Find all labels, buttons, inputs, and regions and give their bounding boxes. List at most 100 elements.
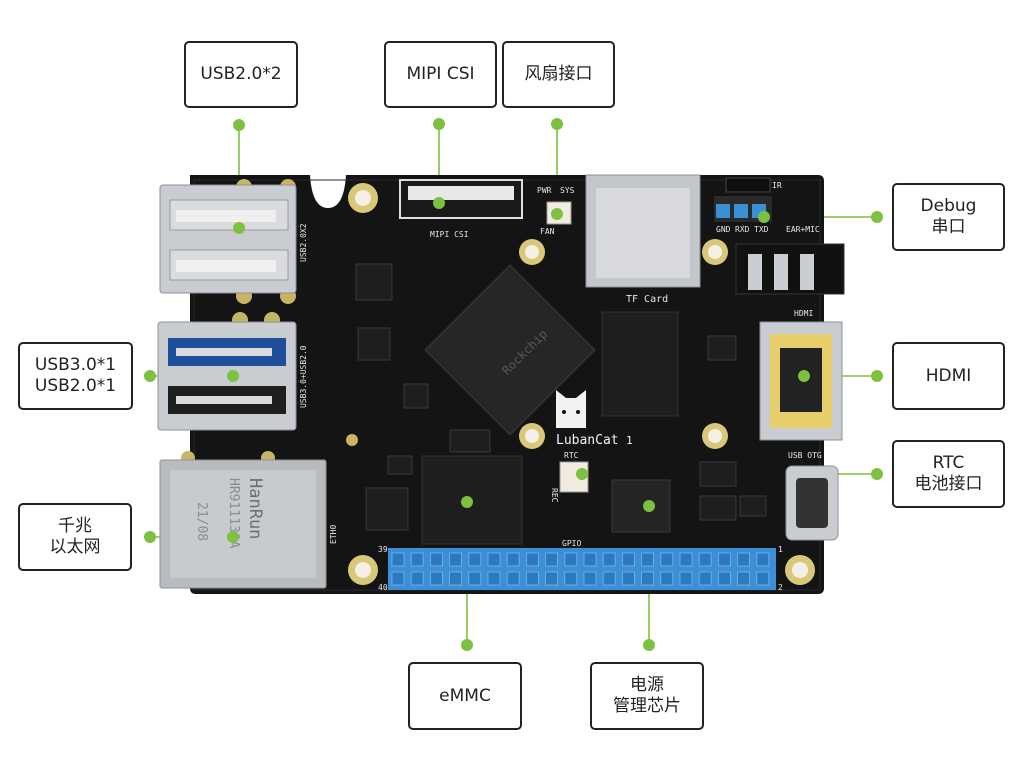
callout-debug-line2: 串口: [931, 217, 966, 237]
rj45-model: HR911130A: [226, 478, 241, 549]
mipi-csi-connector: [399, 179, 523, 219]
silk-usb30-usb20: USB3.0+USB2.0: [299, 345, 308, 408]
gpio-pin: [622, 552, 635, 567]
ram-chip: [601, 311, 679, 417]
gpio-pin: [564, 552, 578, 567]
callout-ethernet-line1: 千兆: [58, 516, 92, 536]
callout-usb3-usb2-line1: USB3.0*1: [34, 355, 117, 375]
callout-usb20x2: USB2.0*2: [184, 41, 298, 108]
tf-card-slot: [585, 174, 701, 288]
rj45-jack: [159, 459, 327, 589]
gpio-pin: [737, 552, 750, 567]
callout-emmc: eMMC: [408, 662, 522, 730]
gpio-pin: [564, 571, 578, 586]
callout-hdmi: HDMI: [892, 342, 1005, 410]
silk-pwr: PWR: [537, 186, 552, 195]
silk-rtc: RTC: [564, 451, 579, 460]
gpio-pin: [506, 571, 520, 586]
callout-pmic: 电源 管理芯片: [590, 662, 704, 730]
pmic-chip: [611, 479, 671, 533]
silkscreen: USB2.0X2 USB3.0+USB2.0 MIPI CSI PWR SYS …: [194, 181, 822, 592]
gpio-pin: [718, 571, 731, 586]
gpio-pin: [756, 552, 770, 567]
gpio-pin: [506, 552, 520, 567]
debug-header: [714, 177, 772, 222]
silk-fan: FAN: [540, 227, 555, 236]
rj45-brand: HanRun: [245, 478, 265, 539]
gpio-pin: [660, 552, 674, 567]
audio-jack: [735, 243, 845, 295]
gpio-pin: [526, 552, 539, 567]
gpio-pin: [679, 571, 693, 586]
callout-usb20x2-line1: USB2.0*2: [200, 64, 282, 84]
silk-pin40: 40: [378, 583, 388, 592]
gpio-pin: [641, 571, 654, 586]
gpio-pin: [410, 552, 424, 567]
callout-usb3-usb2: USB3.0*1 USB2.0*1: [18, 342, 133, 410]
callout-fan-line1: 风扇接口: [524, 64, 593, 84]
gpio-pin: [622, 571, 635, 586]
callout-ethernet: 千兆 以太网: [18, 503, 132, 571]
callout-hdmi-line1: HDMI: [925, 365, 972, 386]
lubancat-logo: [556, 390, 586, 428]
gpio-pin: [487, 571, 501, 586]
silk-rec: REC: [550, 488, 559, 503]
silk-txd: TXD: [754, 225, 769, 234]
gpio-pin: [583, 552, 597, 567]
callout-pmic-line2: 管理芯片: [613, 696, 681, 716]
callout-pmic-line1: 电源: [630, 675, 664, 695]
silk-gpio: GPIO: [562, 539, 581, 548]
gpio-pin: [641, 552, 654, 567]
soc-chip: [424, 264, 596, 436]
callout-fan: 风扇接口: [502, 41, 615, 108]
silk-hdmi: HDMI: [794, 309, 813, 318]
gpio-pin: [545, 552, 558, 567]
gpio-pin: [718, 552, 731, 567]
silk-gnd: GND: [716, 225, 731, 234]
callout-debug: Debug 串口: [892, 183, 1005, 251]
callout-rtc: RTC 电池接口: [892, 440, 1005, 508]
gpio-pin: [679, 552, 693, 567]
silk-eth0: ETH0: [329, 525, 338, 544]
silk-sys: SYS: [560, 186, 575, 195]
gpio-pin: [698, 552, 712, 567]
silk-rxd: RXD: [735, 225, 750, 234]
callout-ethernet-line2: 以太网: [49, 537, 101, 557]
callout-mipi-csi-line1: MIPI CSI: [406, 64, 475, 84]
rj45-date: 21/08: [194, 502, 209, 541]
gpio-pin: [602, 571, 616, 586]
gpio-pin: [756, 571, 770, 586]
gpio-pin: [737, 571, 750, 586]
silk-ear-mic: EAR+MIC: [786, 225, 820, 234]
silk-mipi-csi: MIPI CSI: [430, 230, 469, 239]
silk-pin2: 2: [778, 583, 783, 592]
silk-usb-otg: USB OTG: [788, 451, 822, 460]
callout-rtc-line2: 电池接口: [914, 474, 983, 494]
callout-rtc-line1: RTC: [932, 453, 965, 473]
gpio-pin: [545, 571, 558, 586]
callout-debug-line1: Debug: [920, 196, 977, 216]
silk-tf-card: TF Card: [626, 294, 668, 305]
gpio-pin: [526, 571, 539, 586]
callout-emmc-line1: eMMC: [439, 685, 491, 706]
gpio-pin: [449, 571, 463, 586]
silk-ir: IR: [772, 181, 782, 190]
silk-usb20x2: USB2.0X2: [299, 223, 308, 262]
usb-otg-port: [785, 465, 839, 541]
silk-pin39: 39: [378, 545, 388, 554]
gpio-pin: [698, 571, 712, 586]
silk-pin1: 1: [778, 545, 783, 554]
usb20-dual-port: [159, 184, 297, 294]
gpio-pin: [660, 571, 674, 586]
gpio-pin: [487, 552, 501, 567]
gpio-pin: [391, 552, 405, 567]
callout-mipi-csi: MIPI CSI: [384, 41, 497, 108]
gpio-pin: [583, 571, 597, 586]
gpio-pin: [602, 552, 616, 567]
gpio-pin: [410, 571, 424, 586]
leader-dots: [144, 118, 883, 651]
gpio-pin: [468, 552, 482, 567]
silk-brand-num: 1: [626, 434, 633, 447]
